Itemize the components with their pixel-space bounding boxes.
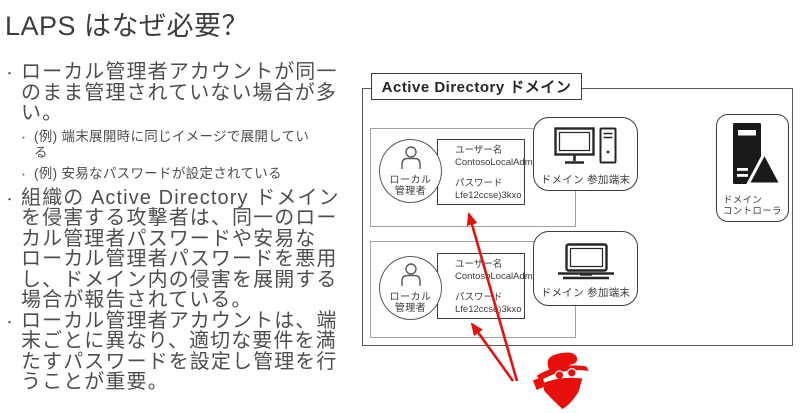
- bullet-3: ローカル管理者アカウントは、端 末ごとに異なり、適切な要件を満 たすパスワードを…: [4, 310, 360, 393]
- ad-domain-label: Active Directory ドメイン: [371, 73, 582, 100]
- password-label: パスワード: [455, 178, 503, 189]
- laptop-icon: [557, 243, 615, 285]
- username-value: ContosoLocalAdm: [455, 271, 533, 282]
- role-label: ローカル 管理者: [389, 175, 432, 197]
- local-admin-circle-2: ローカル 管理者: [379, 256, 442, 320]
- domain-joined-laptop-box: ドメイン 参加端末: [533, 231, 638, 306]
- local-admin-circle-1: ローカル 管理者: [379, 139, 442, 203]
- role-label: ローカル 管理者: [389, 292, 432, 314]
- username-value: ContosoLocalAdm: [455, 157, 533, 168]
- bullet-2: 組織の Active Directory ドメイン を侵害する攻撃者は、同一のロ…: [4, 187, 360, 311]
- page-title: LAPS はなぜ必要？: [5, 11, 250, 41]
- password-label: パスワード: [455, 292, 503, 303]
- attacker-bandit-icon: [532, 352, 589, 409]
- credentials-box-1: ユーザー名 ContosoLocalAdm パスワード Lfe12ccse)3k…: [437, 139, 533, 205]
- bullet-1-sub-2: (例) 安易なパスワードが設定されている: [4, 166, 360, 183]
- domain-controller-server-icon: [722, 122, 784, 193]
- person-icon: [398, 146, 424, 174]
- bullet-1-sub-1: (例) 端末展開時に同じイメージで展開してい る: [4, 129, 360, 161]
- password-value: Lfe12ccse)3kxo: [455, 190, 522, 201]
- desktop-computer-icon: [553, 127, 618, 172]
- credentials-box-2: ユーザー名 ContosoLocalAdm パスワード Lfe12ccse)3k…: [437, 253, 533, 319]
- username-label: ユーザー名: [455, 145, 503, 156]
- domain-controller-box: ドメイン コントローラ: [716, 114, 789, 222]
- domain-controller-label: ドメイン コントローラ: [723, 195, 782, 217]
- device-label: ドメイン 参加端末: [540, 287, 631, 299]
- person-icon: [398, 263, 424, 291]
- bullet-1: ローカル管理者アカウントが同一 のまま管理されていない場合が多 い。: [4, 62, 360, 124]
- password-value: Lfe12ccse)3kxo: [455, 304, 522, 315]
- device-label: ドメイン 参加端末: [540, 174, 631, 186]
- domain-joined-desktop-box: ドメイン 参加端末: [533, 117, 638, 191]
- bullet-list: ローカル管理者アカウントが同一 のまま管理されていない場合が多 い。 (例) 端…: [4, 62, 360, 393]
- username-label: ユーザー名: [455, 259, 503, 270]
